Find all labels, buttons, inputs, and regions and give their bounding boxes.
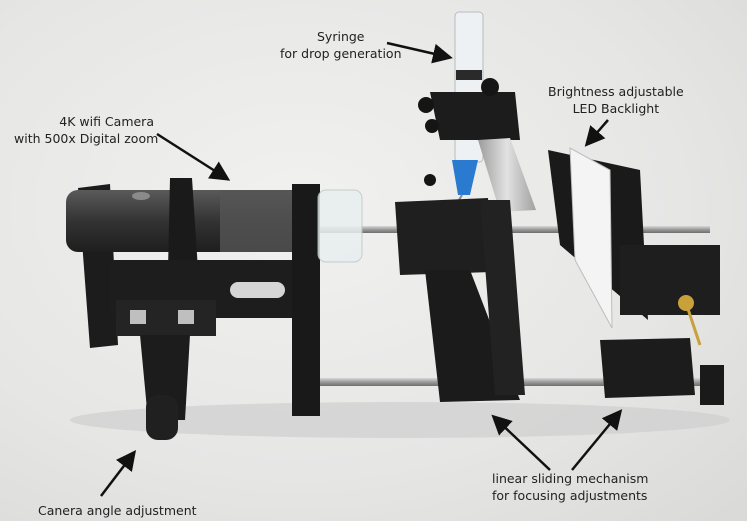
backlight-base [600,338,695,398]
shadow [70,402,730,438]
camera-base-slot [230,282,285,298]
syringe-needle-hub [452,160,478,195]
arrow-syringe [386,41,453,64]
lens-hood [317,189,363,263]
led-panel [569,147,613,329]
camera-clamp [168,178,198,270]
vertical-rail [478,138,536,212]
arrow-slide-right [571,409,623,471]
camera-grip [220,190,295,252]
camera-front-bracket [292,184,320,416]
linear-slide-label: linear sliding mechanism for focusing ad… [492,471,649,503]
camera-button [132,192,150,200]
arrow-backlight [584,119,609,147]
syringe-plunger [456,70,482,80]
syringe-holder [430,92,520,140]
backlight-label: Brightness adjustable LED Backlight [548,84,684,116]
angle-knob [146,395,178,440]
camera-label: 4K wifi Camera with 500x Digital zoom [14,114,159,146]
syringe-label: Syringe for drop generation [280,29,402,61]
sample-stage [395,198,492,275]
slide-arm [480,200,525,395]
arrow-slide-left [491,414,551,471]
arrow-camera [156,132,231,181]
backlight-box [620,245,720,315]
arrow-camera-angle [100,450,137,497]
camera-angle-label: Canera angle adjustment [38,503,197,518]
